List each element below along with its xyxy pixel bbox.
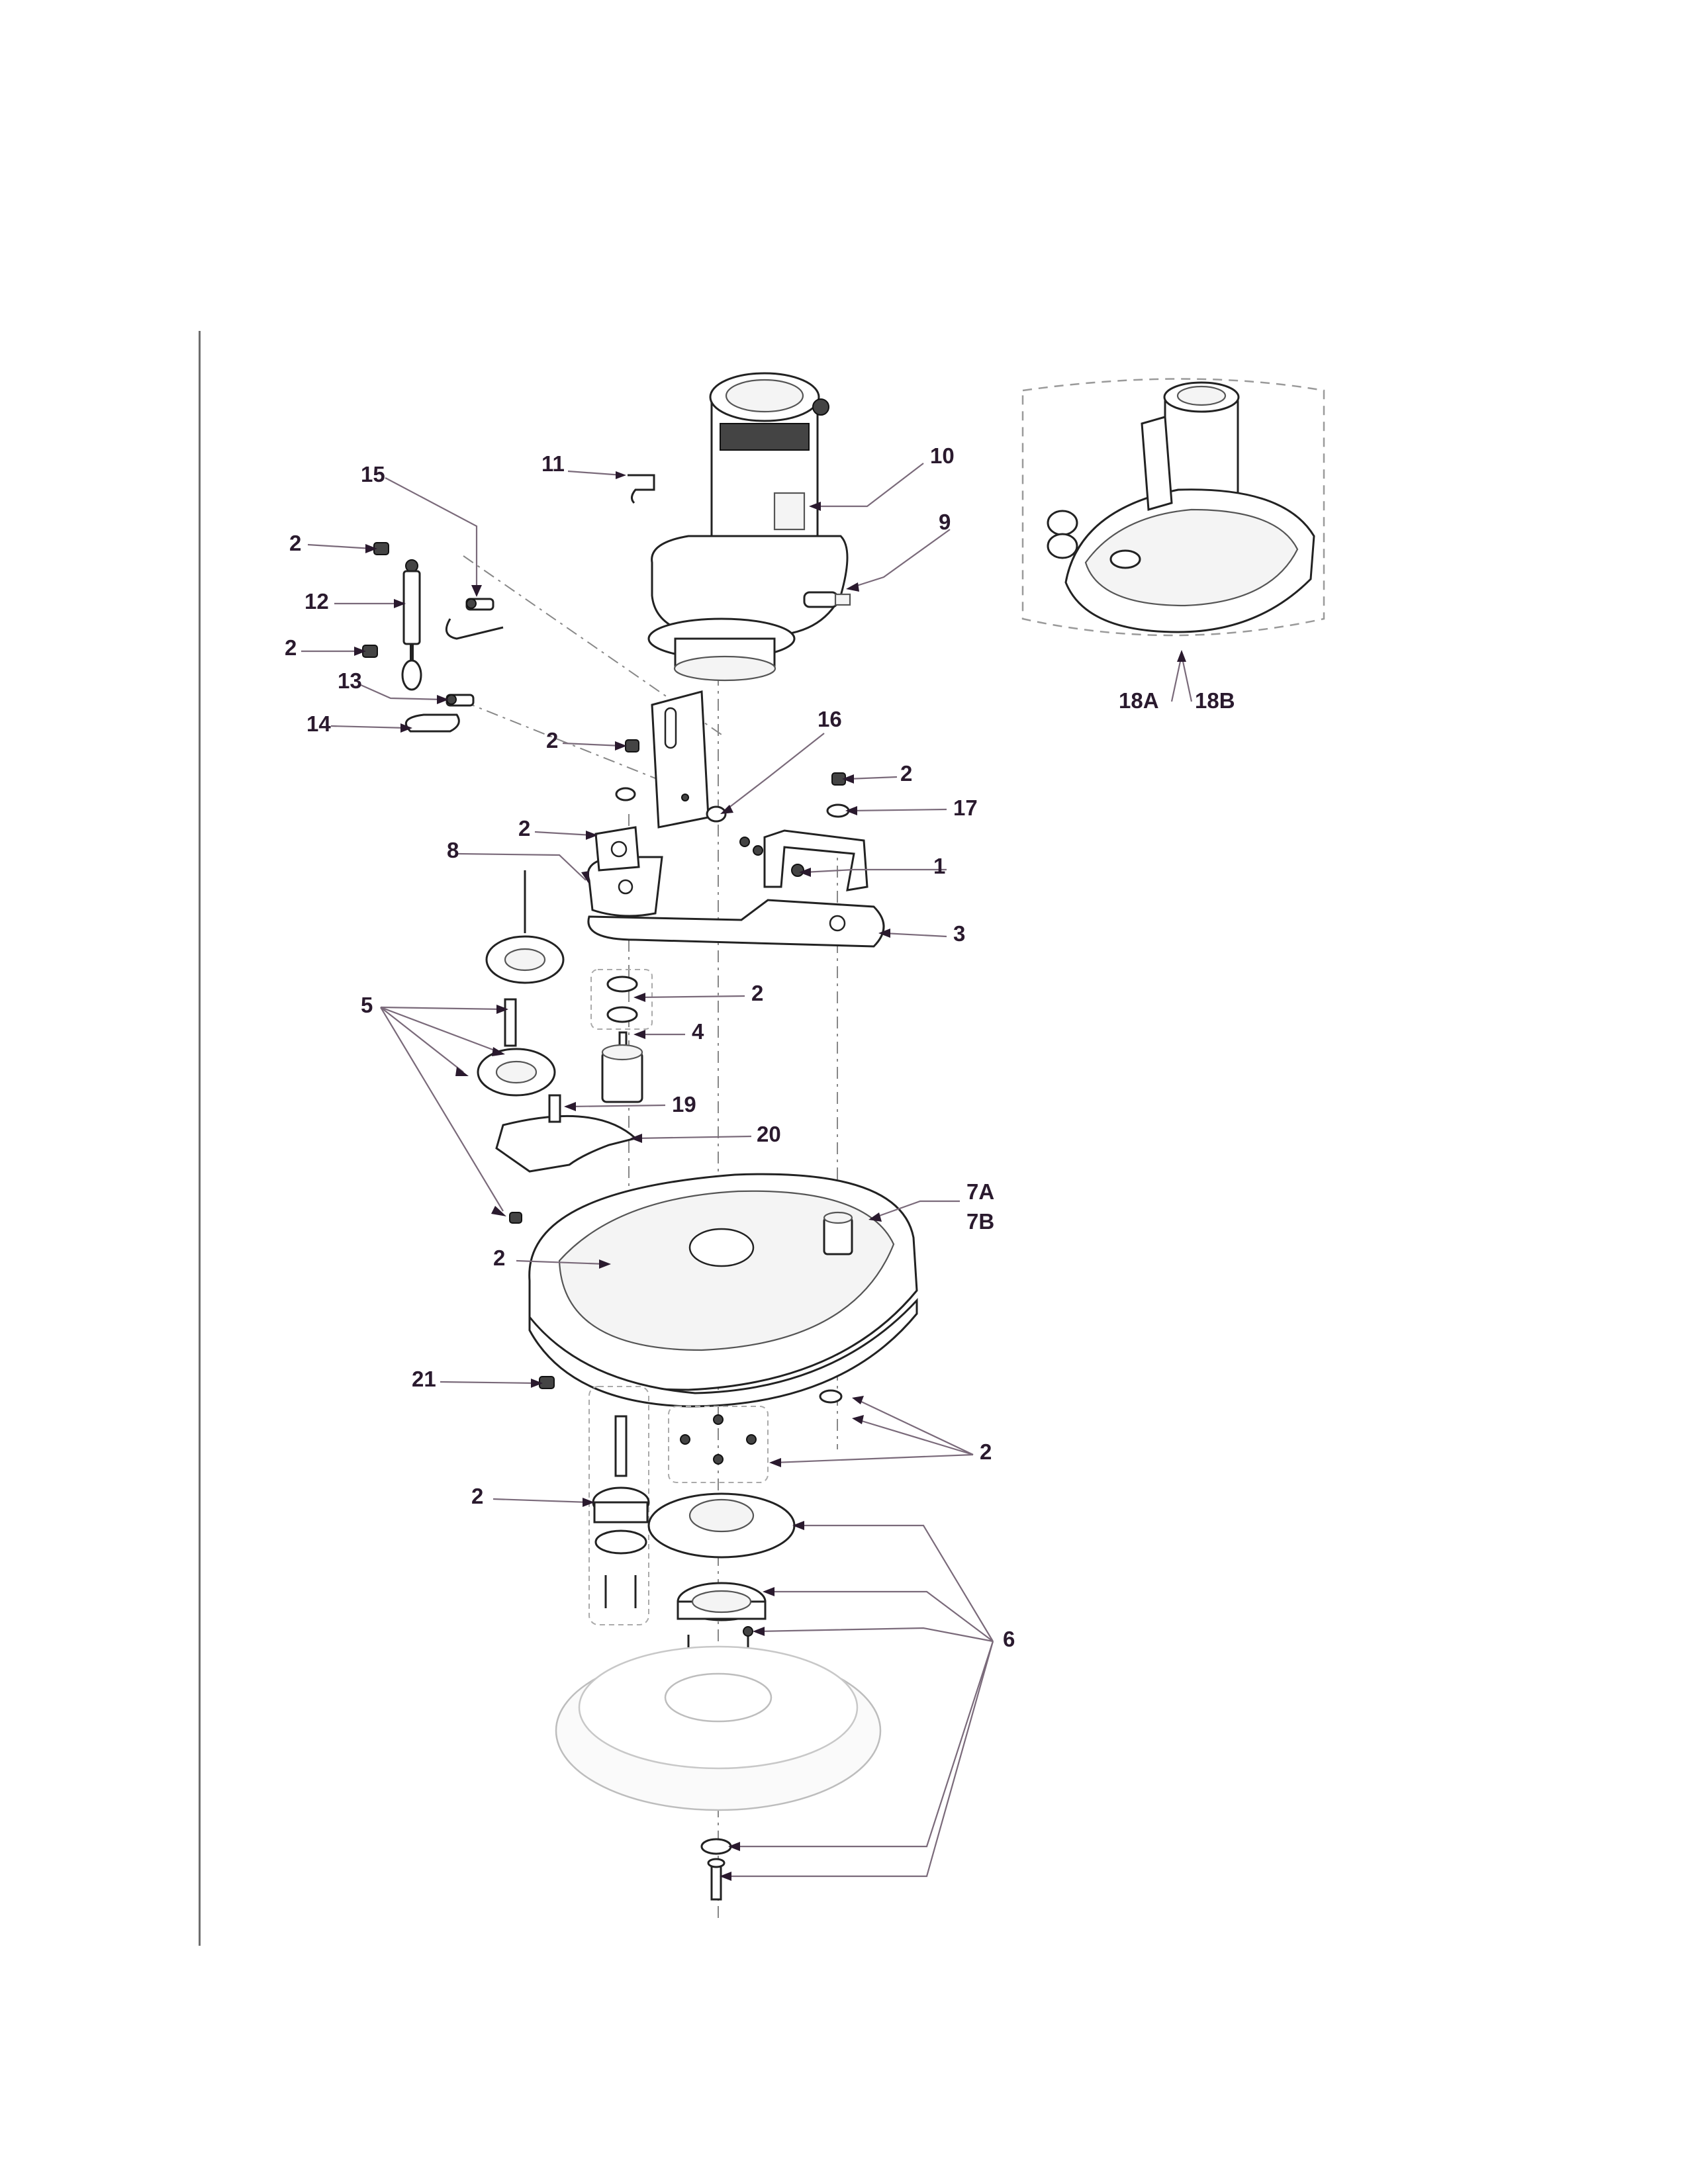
callout-12: 12: [305, 589, 329, 614]
callout-15: 15: [361, 462, 385, 486]
callout-2-lower-idler: 2: [471, 1484, 483, 1508]
callout-8: 8: [447, 838, 459, 862]
callout-21: 21: [412, 1367, 436, 1391]
leader-arrowheads: [354, 471, 1186, 1881]
washer-group-box: [590, 969, 653, 1030]
callout-5: 5: [361, 993, 373, 1017]
callout-2-washers: 2: [751, 981, 763, 1005]
idler-arm: [587, 826, 663, 917]
lower-idler-stack: [588, 1386, 650, 1625]
callout-labels: 1 2 2 2 2 2 2 2 2 2 3 4 5 6 7A 7B 8 9 10…: [285, 443, 1235, 1651]
callout-10: 10: [930, 443, 955, 468]
lock-nut-left: [509, 1212, 522, 1224]
mount-bracket-upright: [651, 690, 710, 829]
callout-2-bracket-nut: 2: [546, 728, 558, 752]
callout-13: 13: [338, 668, 362, 693]
callout-1: 1: [933, 854, 945, 878]
callout-9: 9: [939, 510, 951, 534]
callout-2-idler-arm: 2: [518, 816, 530, 841]
right-motor-bracket: [739, 829, 868, 891]
bottom-washer: [700, 1838, 732, 1855]
callout-6: 6: [1003, 1627, 1015, 1651]
gas-spring: [401, 559, 422, 691]
callout-2-gas-spring-top: 2: [289, 531, 301, 555]
nut-bracket: [625, 739, 639, 752]
lock-nut-21: [539, 1376, 555, 1389]
brush-deck-housing: [528, 1173, 918, 1408]
drive-motor: [647, 372, 849, 682]
callout-19: 19: [672, 1092, 696, 1116]
hitch-pin-clip: [404, 713, 460, 733]
rubber-isolator: [601, 1031, 643, 1103]
callout-7a: 7A: [966, 1179, 994, 1204]
deck-base-plate: [587, 899, 885, 948]
hose-fitting: [803, 591, 851, 608]
callout-2-gas-spring-bottom: 2: [285, 635, 297, 660]
callout-18b: 18B: [1195, 688, 1235, 713]
leader-lines: [301, 463, 1193, 1878]
callout-16: 16: [818, 707, 842, 731]
callout-2-deck-right: 2: [980, 1439, 992, 1464]
jam-nut: [706, 805, 727, 823]
clevis-pin-upper: [445, 598, 504, 640]
clevis-pin-lower: [445, 694, 475, 707]
callout-14: 14: [306, 711, 331, 736]
callout-18a: 18A: [1119, 688, 1159, 713]
callout-20: 20: [757, 1122, 781, 1146]
callout-2-upper-right: 2: [900, 761, 912, 786]
callout-17: 17: [953, 796, 978, 820]
left-margin-rule: [199, 331, 201, 1946]
callout-3: 3: [953, 921, 965, 946]
callout-11: 11: [541, 451, 565, 476]
bottom-bolt: [707, 1858, 726, 1901]
washer-pair: [606, 976, 638, 1023]
brush-drive-hub: [647, 1492, 796, 1661]
callout-2-deck: 2: [493, 1246, 505, 1270]
pin-axis-lower: [463, 701, 663, 782]
idler-pulley-upper: [485, 870, 565, 984]
callout-4: 4: [692, 1019, 704, 1044]
pad-driver-ghost: [555, 1645, 882, 1811]
washer-deck-right: [819, 1389, 843, 1404]
spacer-bracket: [615, 787, 636, 801]
deck-screw-group: [668, 1406, 769, 1483]
callout-7b: 7B: [966, 1209, 994, 1234]
retaining-clip: [628, 474, 655, 504]
inset-assembly-view: [1021, 378, 1325, 637]
idler-pulley-lower: [477, 998, 556, 1097]
